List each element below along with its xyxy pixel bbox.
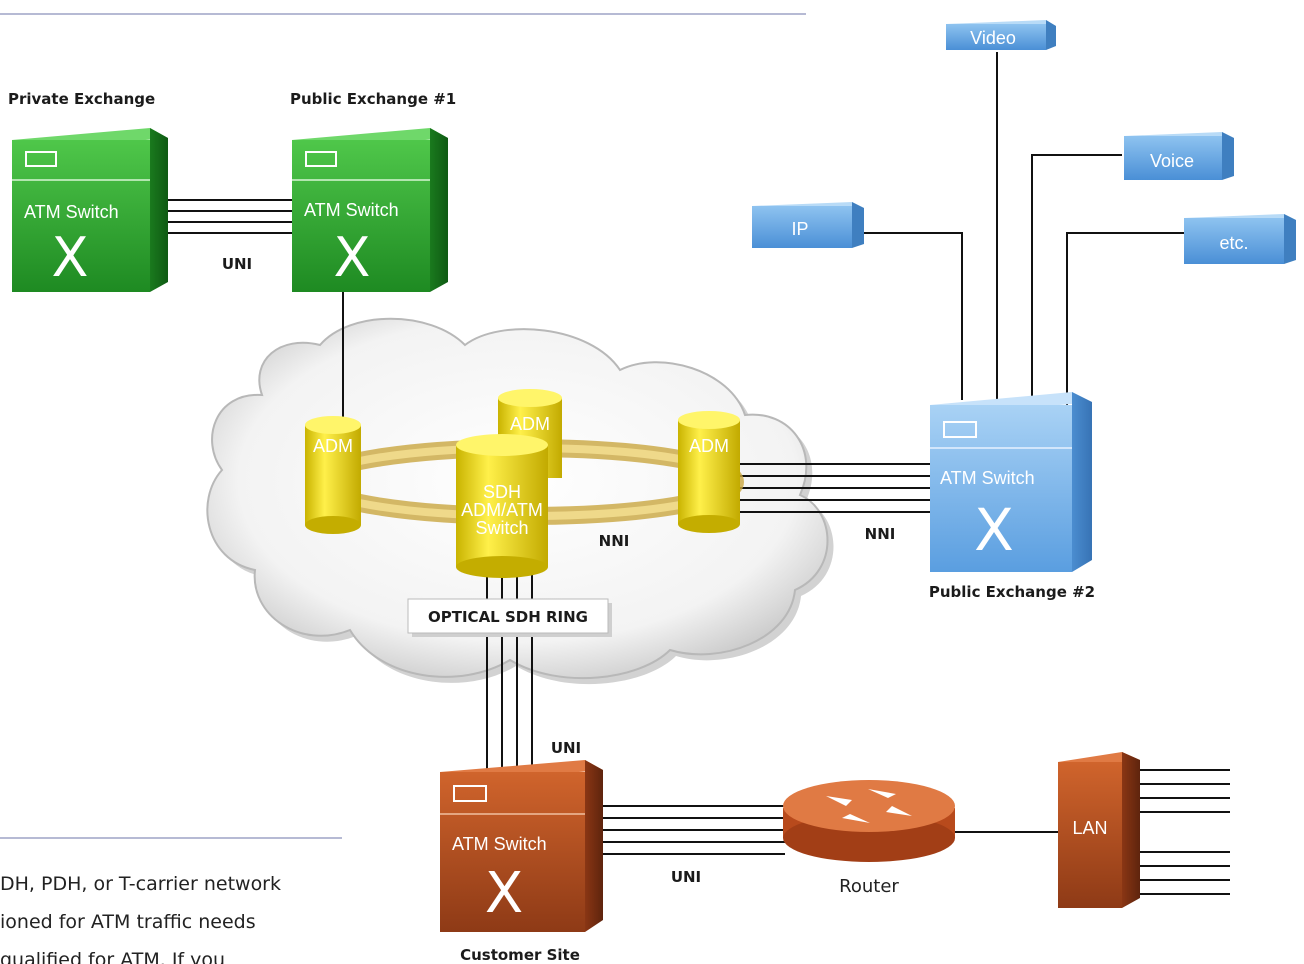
sdh-label-2: ADM/ATM <box>461 500 543 520</box>
sdh-label-1: SDH <box>483 482 521 502</box>
adm-right: ADM <box>678 411 740 533</box>
uni-label-top: UNI <box>222 255 252 273</box>
ring-caption: OPTICAL SDH RING <box>428 608 588 626</box>
public1-switch-label: ATM Switch <box>304 200 399 220</box>
service-ip: IP <box>752 202 864 248</box>
adm-back-label: ADM <box>510 414 550 434</box>
etc-label: etc. <box>1219 233 1248 253</box>
video-label: Video <box>970 28 1016 48</box>
public-exchange-2-switch: ATM Switch X <box>930 392 1092 572</box>
switch-x-icon: X <box>485 861 523 926</box>
body-text-line-3: qualified for ATM. If you <box>0 949 225 964</box>
nni-right-label: NNI <box>865 525 896 543</box>
public-exchange-1-switch: ATM Switch X <box>292 128 448 292</box>
ip-label: IP <box>791 219 808 239</box>
switch-x-icon: X <box>334 226 371 289</box>
private-switch-label: ATM Switch <box>24 202 119 222</box>
uni-label-horizontal: UNI <box>671 868 701 886</box>
lan-label: LAN <box>1072 818 1107 838</box>
service-voice: Voice <box>1124 132 1234 180</box>
customer-site-switch: ATM Switch X <box>440 760 603 932</box>
service-etc: etc. <box>1184 214 1296 264</box>
body-text-line-1: DH, PDH, or T-carrier network <box>0 873 281 895</box>
body-text-line-2: ioned for ATM traffic needs <box>0 911 256 933</box>
ring-caption-box: OPTICAL SDH RING <box>407 598 612 637</box>
nni-ring-label: NNI <box>599 532 630 550</box>
router-arrows-icon <box>826 789 912 823</box>
customer-site-label: Customer Site <box>460 946 580 964</box>
adm-right-label: ADM <box>689 436 729 456</box>
adm-left-label: ADM <box>313 436 353 456</box>
uni-label-vertical: UNI <box>551 739 581 757</box>
switch-x-icon: X <box>52 226 89 289</box>
private-exchange-switch: ATM Switch X <box>12 128 168 292</box>
sdh-adm-atm-switch: SDH ADM/ATM Switch <box>456 434 548 578</box>
router-label: Router <box>839 876 899 897</box>
customer-switch-label: ATM Switch <box>452 834 547 854</box>
voice-label: Voice <box>1150 151 1194 171</box>
router <box>783 780 955 862</box>
adm-left: ADM <box>305 416 361 534</box>
public2-switch-label: ATM Switch <box>940 468 1035 488</box>
public-exchange-1-label: Public Exchange #1 <box>290 90 456 108</box>
sdh-label-3: Switch <box>475 518 528 538</box>
service-video: Video <box>946 20 1056 50</box>
public-exchange-2-label: Public Exchange #2 <box>929 583 1095 601</box>
lan-device: LAN <box>1058 752 1140 908</box>
private-exchange-label: Private Exchange <box>8 90 155 108</box>
switch-x-icon: X <box>974 496 1014 564</box>
